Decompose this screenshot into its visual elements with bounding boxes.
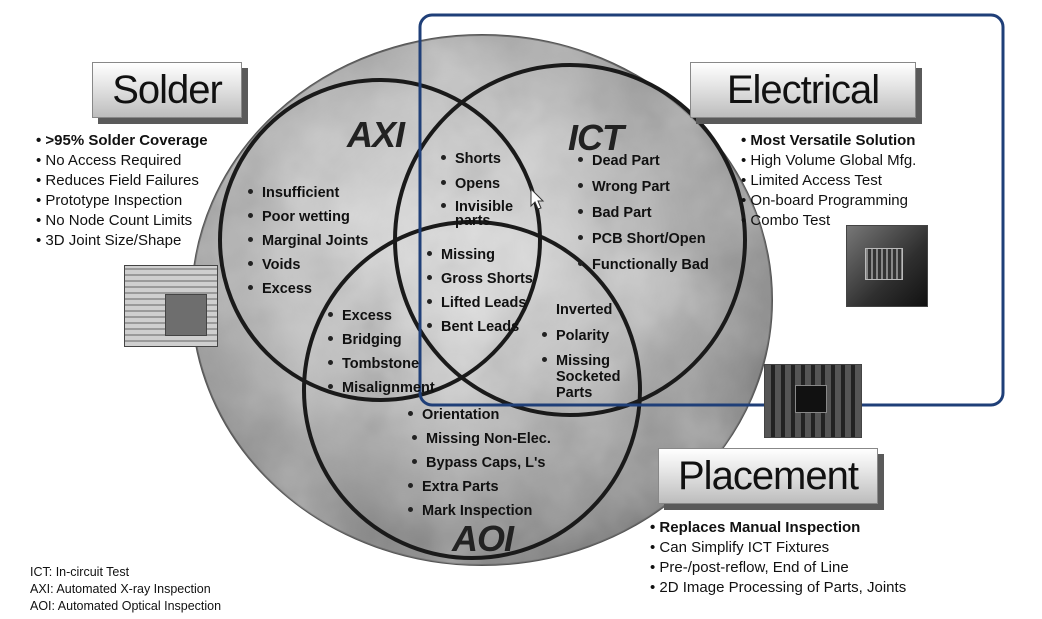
axi-aoi-item: Bridging	[328, 332, 402, 349]
aoi-item: Mark Inspection	[408, 503, 532, 520]
electrical-bullet-list: Most Versatile Solution High Volume Glob…	[741, 131, 916, 231]
legend-item: AOI: Automated Optical Inspection	[30, 599, 222, 613]
abbreviation-legend: ICT: In-circuit Test AXI: Automated X-ra…	[30, 564, 221, 615]
list-item: Limited Access Test	[741, 171, 916, 191]
electrical-title: Electrical	[726, 67, 880, 112]
axi-ict-item: Shorts	[441, 151, 501, 168]
list-item: Pre-/post-reflow, End of Line	[650, 558, 906, 578]
aoi-pcb-image	[764, 364, 862, 438]
center-item: Missing	[427, 247, 495, 264]
list-item: Reduces Field Failures	[36, 171, 208, 191]
aoi-item: Extra Parts	[408, 479, 499, 496]
list-item: 2D Image Processing of Parts, Joints	[650, 578, 906, 598]
solder-title-box: Solder	[92, 62, 242, 118]
aoi-item: Missing Non-Elec.	[412, 431, 551, 448]
list-item: High Volume Global Mfg.	[741, 151, 916, 171]
placement-title-box: Placement	[658, 448, 878, 504]
list-item: No Node Count Limits	[36, 211, 208, 231]
ict-item: Dead Part	[578, 153, 660, 170]
electrical-title-box: Electrical	[690, 62, 916, 118]
axi-item: Marginal Joints	[248, 233, 368, 250]
axi-ict-item: parts	[455, 213, 491, 229]
ict-aoi-item: Missing	[542, 353, 610, 370]
axi-item: Poor wetting	[248, 209, 350, 226]
list-item: Can Simplify ICT Fixtures	[650, 538, 906, 558]
ict-aoi-item: Inverted	[556, 302, 613, 318]
ict-item: Wrong Part	[578, 179, 670, 196]
ict-aoi-item: Parts	[556, 385, 593, 401]
list-item: Replaces Manual Inspection	[650, 518, 906, 538]
center-item: Bent Leads	[427, 319, 519, 336]
placement-bullet-list: Replaces Manual Inspection Can Simplify …	[650, 518, 906, 598]
axi-item: Insufficient	[248, 185, 339, 202]
axi-circle	[218, 78, 542, 402]
list-item: No Access Required	[36, 151, 208, 171]
solder-title: Solder	[112, 67, 223, 112]
list-item: 3D Joint Size/Shape	[36, 231, 208, 251]
list-item: >95% Solder Coverage	[36, 131, 207, 151]
placement-title: Placement	[678, 453, 859, 498]
list-item: Most Versatile Solution	[741, 131, 916, 151]
highlight-rectangle	[418, 13, 1005, 407]
axi-ict-item: Invisible	[441, 199, 513, 216]
aoi-label: AOI	[452, 518, 514, 559]
aoi-item: Bypass Caps, L's	[412, 455, 546, 472]
ict-item: PCB Short/Open	[578, 231, 706, 248]
aoi-circle	[302, 220, 642, 560]
xray-pcb-image	[124, 265, 218, 347]
ict-item: Bad Part	[578, 205, 652, 222]
ict-aoi-item: Polarity	[542, 328, 609, 345]
ict-pcb-image	[846, 225, 928, 307]
ict-item: Functionally Bad	[578, 257, 709, 274]
ict-aoi-item: Socketed	[556, 369, 621, 385]
list-item: Combo Test	[741, 211, 916, 231]
center-item: Lifted Leads	[427, 295, 526, 312]
axi-ict-item: Opens	[441, 176, 500, 193]
cursor-icon	[530, 187, 545, 210]
list-item: Prototype Inspection	[36, 191, 208, 211]
axi-aoi-item: Excess	[328, 308, 392, 325]
axi-aoi-item: Tombstone	[328, 356, 419, 373]
center-item: Gross Shorts	[427, 271, 533, 288]
legend-item: ICT: In-circuit Test	[30, 565, 130, 579]
ict-label: ICT	[568, 117, 624, 158]
axi-item: Voids	[248, 257, 300, 274]
axi-label: AXI	[347, 114, 405, 155]
axi-aoi-item: Misalignment	[328, 380, 435, 397]
axi-item: Excess	[248, 281, 312, 298]
list-item: On-board Programming	[741, 191, 916, 211]
solder-bullet-list: >95% Solder Coverage No Access Required …	[36, 131, 208, 251]
aoi-item: Orientation	[408, 407, 499, 424]
legend-item: AXI: Automated X-ray Inspection	[30, 582, 211, 596]
